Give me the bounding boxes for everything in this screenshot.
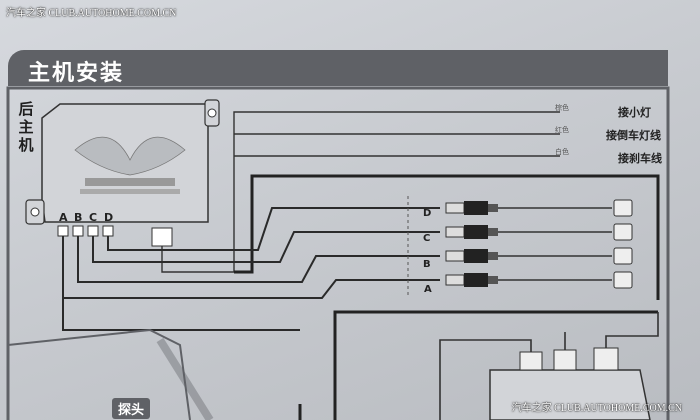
watermark-bottom: 汽车之家 CLUB.AUTOHOME.COM.CN — [511, 403, 682, 414]
probe-label: 探头 — [112, 398, 151, 419]
target-brake-line: 接刹车线 — [618, 152, 662, 165]
target-small-light: 接小灯 — [618, 106, 651, 119]
sensor-connectors — [445, 199, 633, 289]
host-unit — [25, 99, 220, 225]
watermark-top: 汽车之家 CLUB.AUTOHOME.COM.CN — [6, 8, 177, 19]
sensor-a-label: A — [424, 284, 432, 295]
wire-color-white: 白色 — [555, 148, 569, 156]
brand-plate — [85, 178, 175, 186]
bat-logo-icon — [74, 136, 186, 176]
sensor-d-label: D — [423, 208, 432, 219]
front-host-unit — [439, 312, 659, 420]
page-frame — [6, 86, 670, 420]
harness-wire-1 — [161, 111, 560, 273]
probe-arm — [156, 337, 214, 420]
wire-color-brown: 棕色 — [555, 104, 569, 112]
lower-power-wire — [298, 310, 658, 420]
probe-bracket — [7, 328, 191, 420]
host-label: 后主机 — [18, 100, 34, 154]
sensor-cables — [62, 207, 440, 331]
sensor-c-label: C — [423, 233, 431, 244]
host-ports — [57, 225, 173, 247]
port-a-label: A — [59, 211, 68, 224]
port-b-label: B — [74, 211, 83, 224]
section-title: 主机安装 — [28, 61, 125, 86]
target-reverse-light: 接倒车灯线 — [606, 129, 661, 142]
wire-color-red: 红色 — [555, 126, 569, 134]
sensor-b-label: B — [423, 259, 431, 270]
port-c-label: C — [89, 211, 98, 224]
power-wire — [234, 174, 660, 300]
port-d-label: D — [104, 211, 114, 224]
title-bar — [8, 50, 668, 86]
